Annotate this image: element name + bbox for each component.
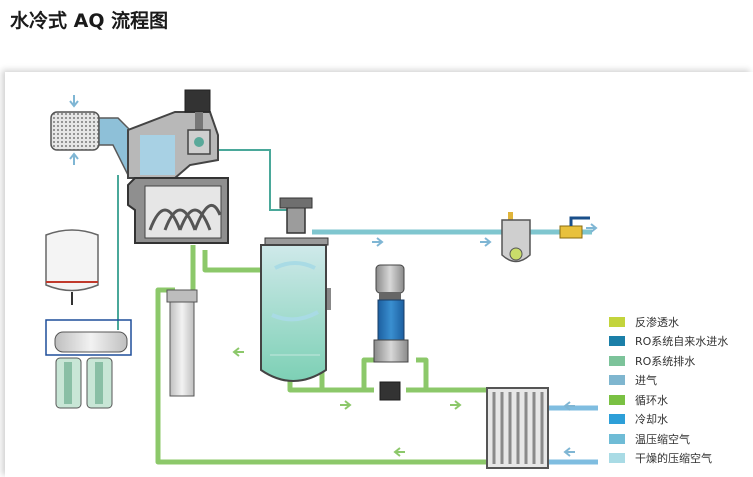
circulation-arrows: [232, 347, 462, 457]
legend-item: 反渗透水: [609, 312, 749, 332]
legend-label: RO系统自来水进水: [635, 335, 729, 349]
legend-label: 干燥的压缩空气: [635, 452, 712, 466]
compressor-unit: [127, 89, 229, 244]
legend-swatch: [609, 453, 625, 464]
legend-item: RO系统自来水进水: [609, 332, 749, 352]
outlet-filter-and-valve: [501, 212, 590, 263]
legend-label: 冷却水: [635, 413, 668, 427]
legend-label: 温压缩空气: [635, 432, 690, 446]
legend-swatch: [609, 433, 625, 444]
legend: 反渗透水 RO系统自来水进水 RO系统排水 进气 循环水 冷却水 温压缩空气 干…: [609, 312, 749, 468]
legend-swatch: [609, 375, 625, 386]
cooling-water-lines: [548, 405, 598, 465]
legend-label: 反渗透水: [635, 315, 679, 329]
circulation-pump: [373, 264, 409, 401]
heat-exchanger: [486, 387, 549, 469]
flow-arrows: [69, 95, 598, 457]
legend-item: 冷却水: [609, 410, 749, 430]
ro-storage-tank: [45, 229, 99, 305]
legend-item: 温压缩空气: [609, 429, 749, 449]
legend-label: RO系统排水: [635, 354, 696, 368]
legend-swatch: [609, 414, 625, 425]
legend-label: 循环水: [635, 393, 668, 407]
legend-label: 进气: [635, 374, 657, 388]
legend-swatch: [609, 394, 625, 405]
legend-item: 循环水: [609, 390, 749, 410]
page-title: 水冷式 AQ 流程图: [10, 10, 169, 32]
legend-swatch: [609, 316, 625, 327]
legend-swatch: [609, 336, 625, 347]
legend-swatch: [609, 355, 625, 366]
separator-tank: [260, 197, 331, 382]
legend-item: 干燥的压缩空气: [609, 449, 749, 469]
legend-item: RO系统排水: [609, 351, 749, 371]
legend-item: 进气: [609, 371, 749, 391]
ro-filter-assembly: [45, 289, 198, 409]
